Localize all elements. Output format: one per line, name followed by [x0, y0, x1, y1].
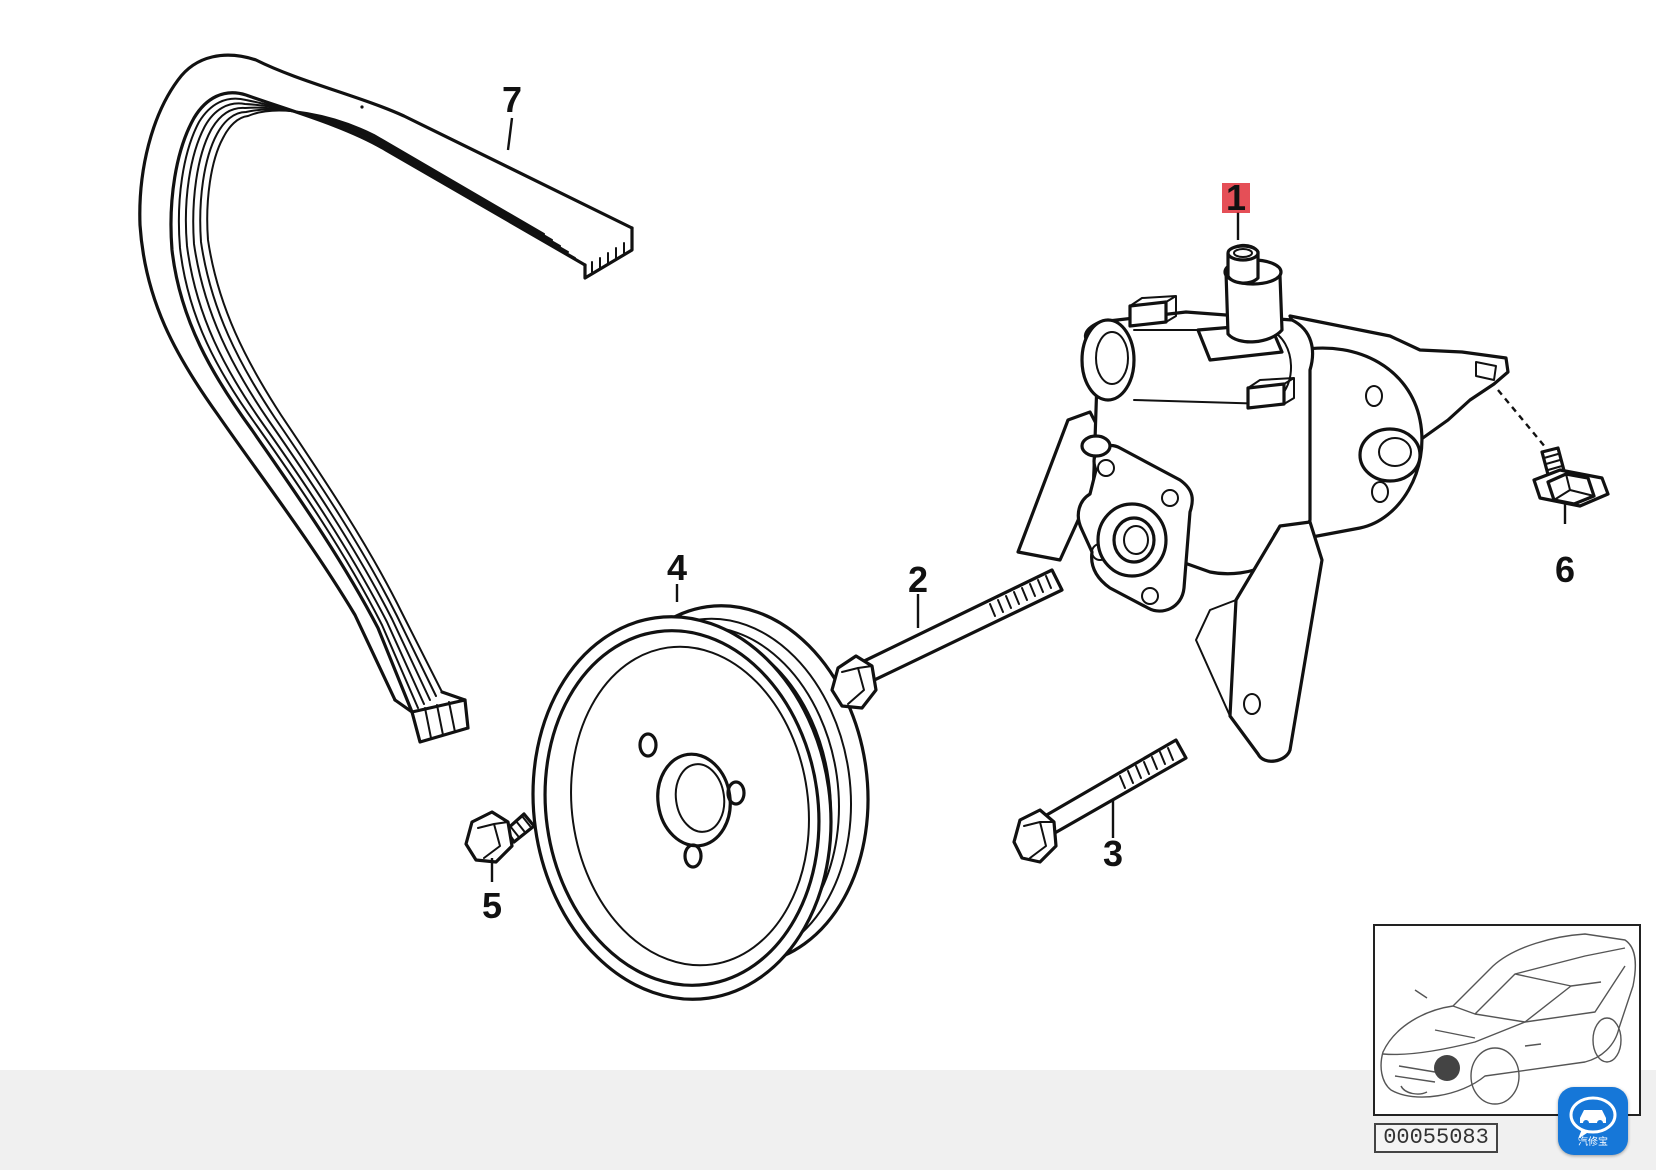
long-bolt: [830, 568, 1064, 710]
poly-v-belt: [138, 53, 634, 744]
power-steering-pump: [1016, 243, 1510, 763]
location-marker-icon: [1434, 1055, 1460, 1081]
callout-2[interactable]: 2: [908, 559, 928, 600]
diagram-reference-number: 00055083: [1374, 1123, 1498, 1153]
car-icon: [1380, 933, 1637, 1105]
flange-bolt-6: [1532, 446, 1610, 508]
leader-lines: [490, 117, 1567, 882]
callout-5[interactable]: 5: [482, 885, 502, 926]
callout-1-highlight: [1222, 183, 1250, 213]
callout-1[interactable]: 1: [1226, 177, 1246, 218]
vehicle-location-thumbnail: [1373, 924, 1641, 1116]
bolt-3: [1012, 738, 1188, 864]
callouts: 1 2 3 4 5 6 7: [482, 79, 1575, 926]
callout-4[interactable]: 4: [667, 547, 687, 588]
car-service-chat-icon: [1569, 1096, 1617, 1139]
callout-3[interactable]: 3: [1103, 833, 1123, 874]
watermark-logo[interactable]: 汽修宝: [1558, 1087, 1628, 1155]
callout-6[interactable]: 6: [1555, 549, 1575, 590]
callout-7[interactable]: 7: [502, 79, 522, 120]
bolt-5: [464, 810, 536, 864]
watermark-text: 汽修宝: [1578, 1137, 1608, 1148]
pulley: [531, 604, 870, 1001]
